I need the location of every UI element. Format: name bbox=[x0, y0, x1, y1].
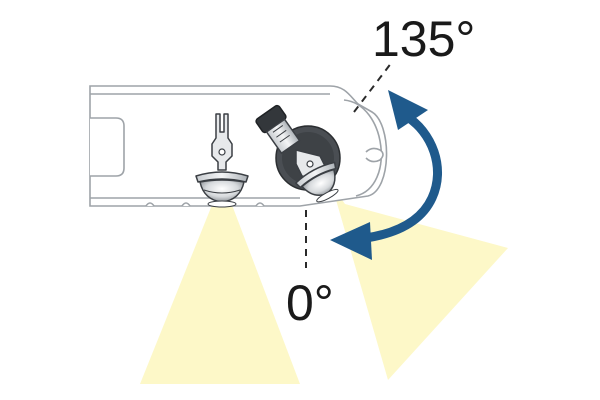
light-beam-fixed bbox=[140, 205, 300, 384]
double-headed-curved-arrow-icon bbox=[330, 90, 443, 260]
pendant-spotlight-icon bbox=[195, 113, 249, 208]
tilting-spotlight-icon bbox=[255, 104, 341, 203]
angle-label-0: 0° bbox=[286, 275, 334, 331]
guide-line-135 bbox=[353, 61, 393, 113]
angle-label-135: 135° bbox=[372, 11, 475, 67]
